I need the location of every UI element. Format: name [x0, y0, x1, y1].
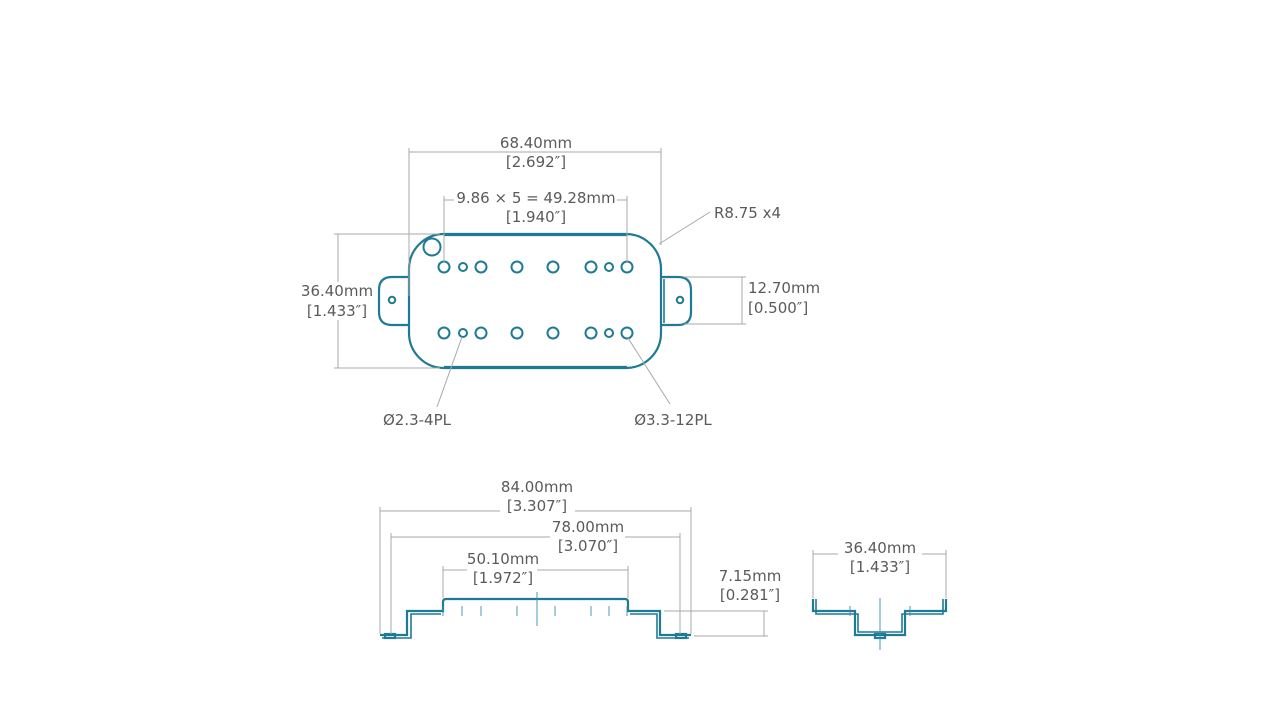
label-top-height-mm: 36.40mm: [301, 282, 373, 300]
label-side-inner-mm: 78.00mm: [552, 518, 624, 536]
side-center-marks: [442, 592, 628, 626]
screw-hole: [604, 262, 614, 272]
dim-side-inner: [390, 533, 681, 634]
pole-holes-row-1: [437, 260, 634, 274]
label-top-width-in: [2.692″]: [506, 153, 566, 171]
pole-hole: [584, 326, 598, 340]
leader-small-hole: [436, 336, 463, 408]
label-side-height-mm: 7.15mm: [719, 567, 782, 585]
label-end-width-mm: 36.40mm: [844, 539, 916, 557]
label-small-hole: Ø2.3-4PL: [383, 411, 452, 429]
label-side-height-in: [0.281″]: [720, 586, 780, 604]
left-mounting-tab: [377, 275, 409, 327]
label-side-top-in: [1.972″]: [473, 569, 533, 587]
label-tab-mm: 12.70mm: [748, 279, 820, 297]
label-top-width-mm: 68.40mm: [500, 134, 572, 152]
pole-hole: [510, 326, 524, 340]
dim-top-pitch: [443, 196, 628, 262]
label-side-overall-mm: 84.00mm: [501, 478, 573, 496]
right-mounting-tab: [661, 275, 693, 327]
end-view: 36.40mm [1.433″]: [811, 539, 948, 650]
label-side-inner-in: [3.070″]: [558, 537, 618, 555]
pole-hole: [620, 260, 634, 274]
label-large-hole: Ø3.3-12PL: [634, 411, 712, 429]
pole-holes-row-2: [437, 326, 634, 340]
dim-side-overall: [379, 507, 692, 634]
label-tab-in: [0.500″]: [748, 299, 808, 317]
baseplate-outline: [407, 232, 663, 370]
label-radius: R8.75 x4: [714, 204, 781, 222]
side-foot-right: [674, 632, 688, 640]
dim-top-tab: [684, 276, 746, 325]
label-end-width-in: [1.433″]: [850, 558, 910, 576]
end-profile: [811, 599, 948, 637]
dim-top-width: [408, 148, 662, 296]
pole-hole: [437, 260, 451, 274]
label-pitch-mm: 9.86 × 5 = 49.28mm: [456, 189, 615, 207]
screw-hole: [604, 328, 614, 338]
pole-hole: [546, 326, 560, 340]
label-side-overall-in: [3.307″]: [507, 497, 567, 515]
leader-radius: [658, 211, 711, 245]
top-view: 68.40mm [2.692″] 9.86 × 5 = 49.28mm [1.9…: [301, 134, 820, 429]
dim-side-top: [442, 566, 629, 598]
left-tab-hole: [387, 295, 397, 305]
pole-hole: [474, 326, 488, 340]
end-profile-inner: [815, 599, 944, 633]
dim-end-width: [812, 550, 947, 598]
ground-hole: [422, 237, 442, 257]
screw-hole: [458, 262, 468, 272]
pole-hole: [584, 260, 598, 274]
screw-hole: [458, 328, 468, 338]
pole-hole: [510, 260, 524, 274]
right-tab-hole: [675, 295, 685, 305]
pole-hole: [437, 326, 451, 340]
pole-hole: [546, 260, 560, 274]
side-profile: [380, 597, 691, 637]
leader-large-hole: [627, 337, 671, 405]
dim-side-height: [664, 610, 768, 637]
side-foot-left: [383, 632, 397, 640]
dim-top-height: [334, 233, 440, 369]
label-pitch-in: [1.940″]: [506, 208, 566, 226]
pole-hole: [620, 326, 634, 340]
side-profile-inner: [382, 613, 689, 639]
side-view: 84.00mm [3.307″] 78.00mm [3.070″] 50.10m…: [379, 478, 782, 640]
pole-hole: [474, 260, 488, 274]
label-side-top-mm: 50.10mm: [467, 550, 539, 568]
label-top-height-in: [1.433″]: [307, 302, 367, 320]
